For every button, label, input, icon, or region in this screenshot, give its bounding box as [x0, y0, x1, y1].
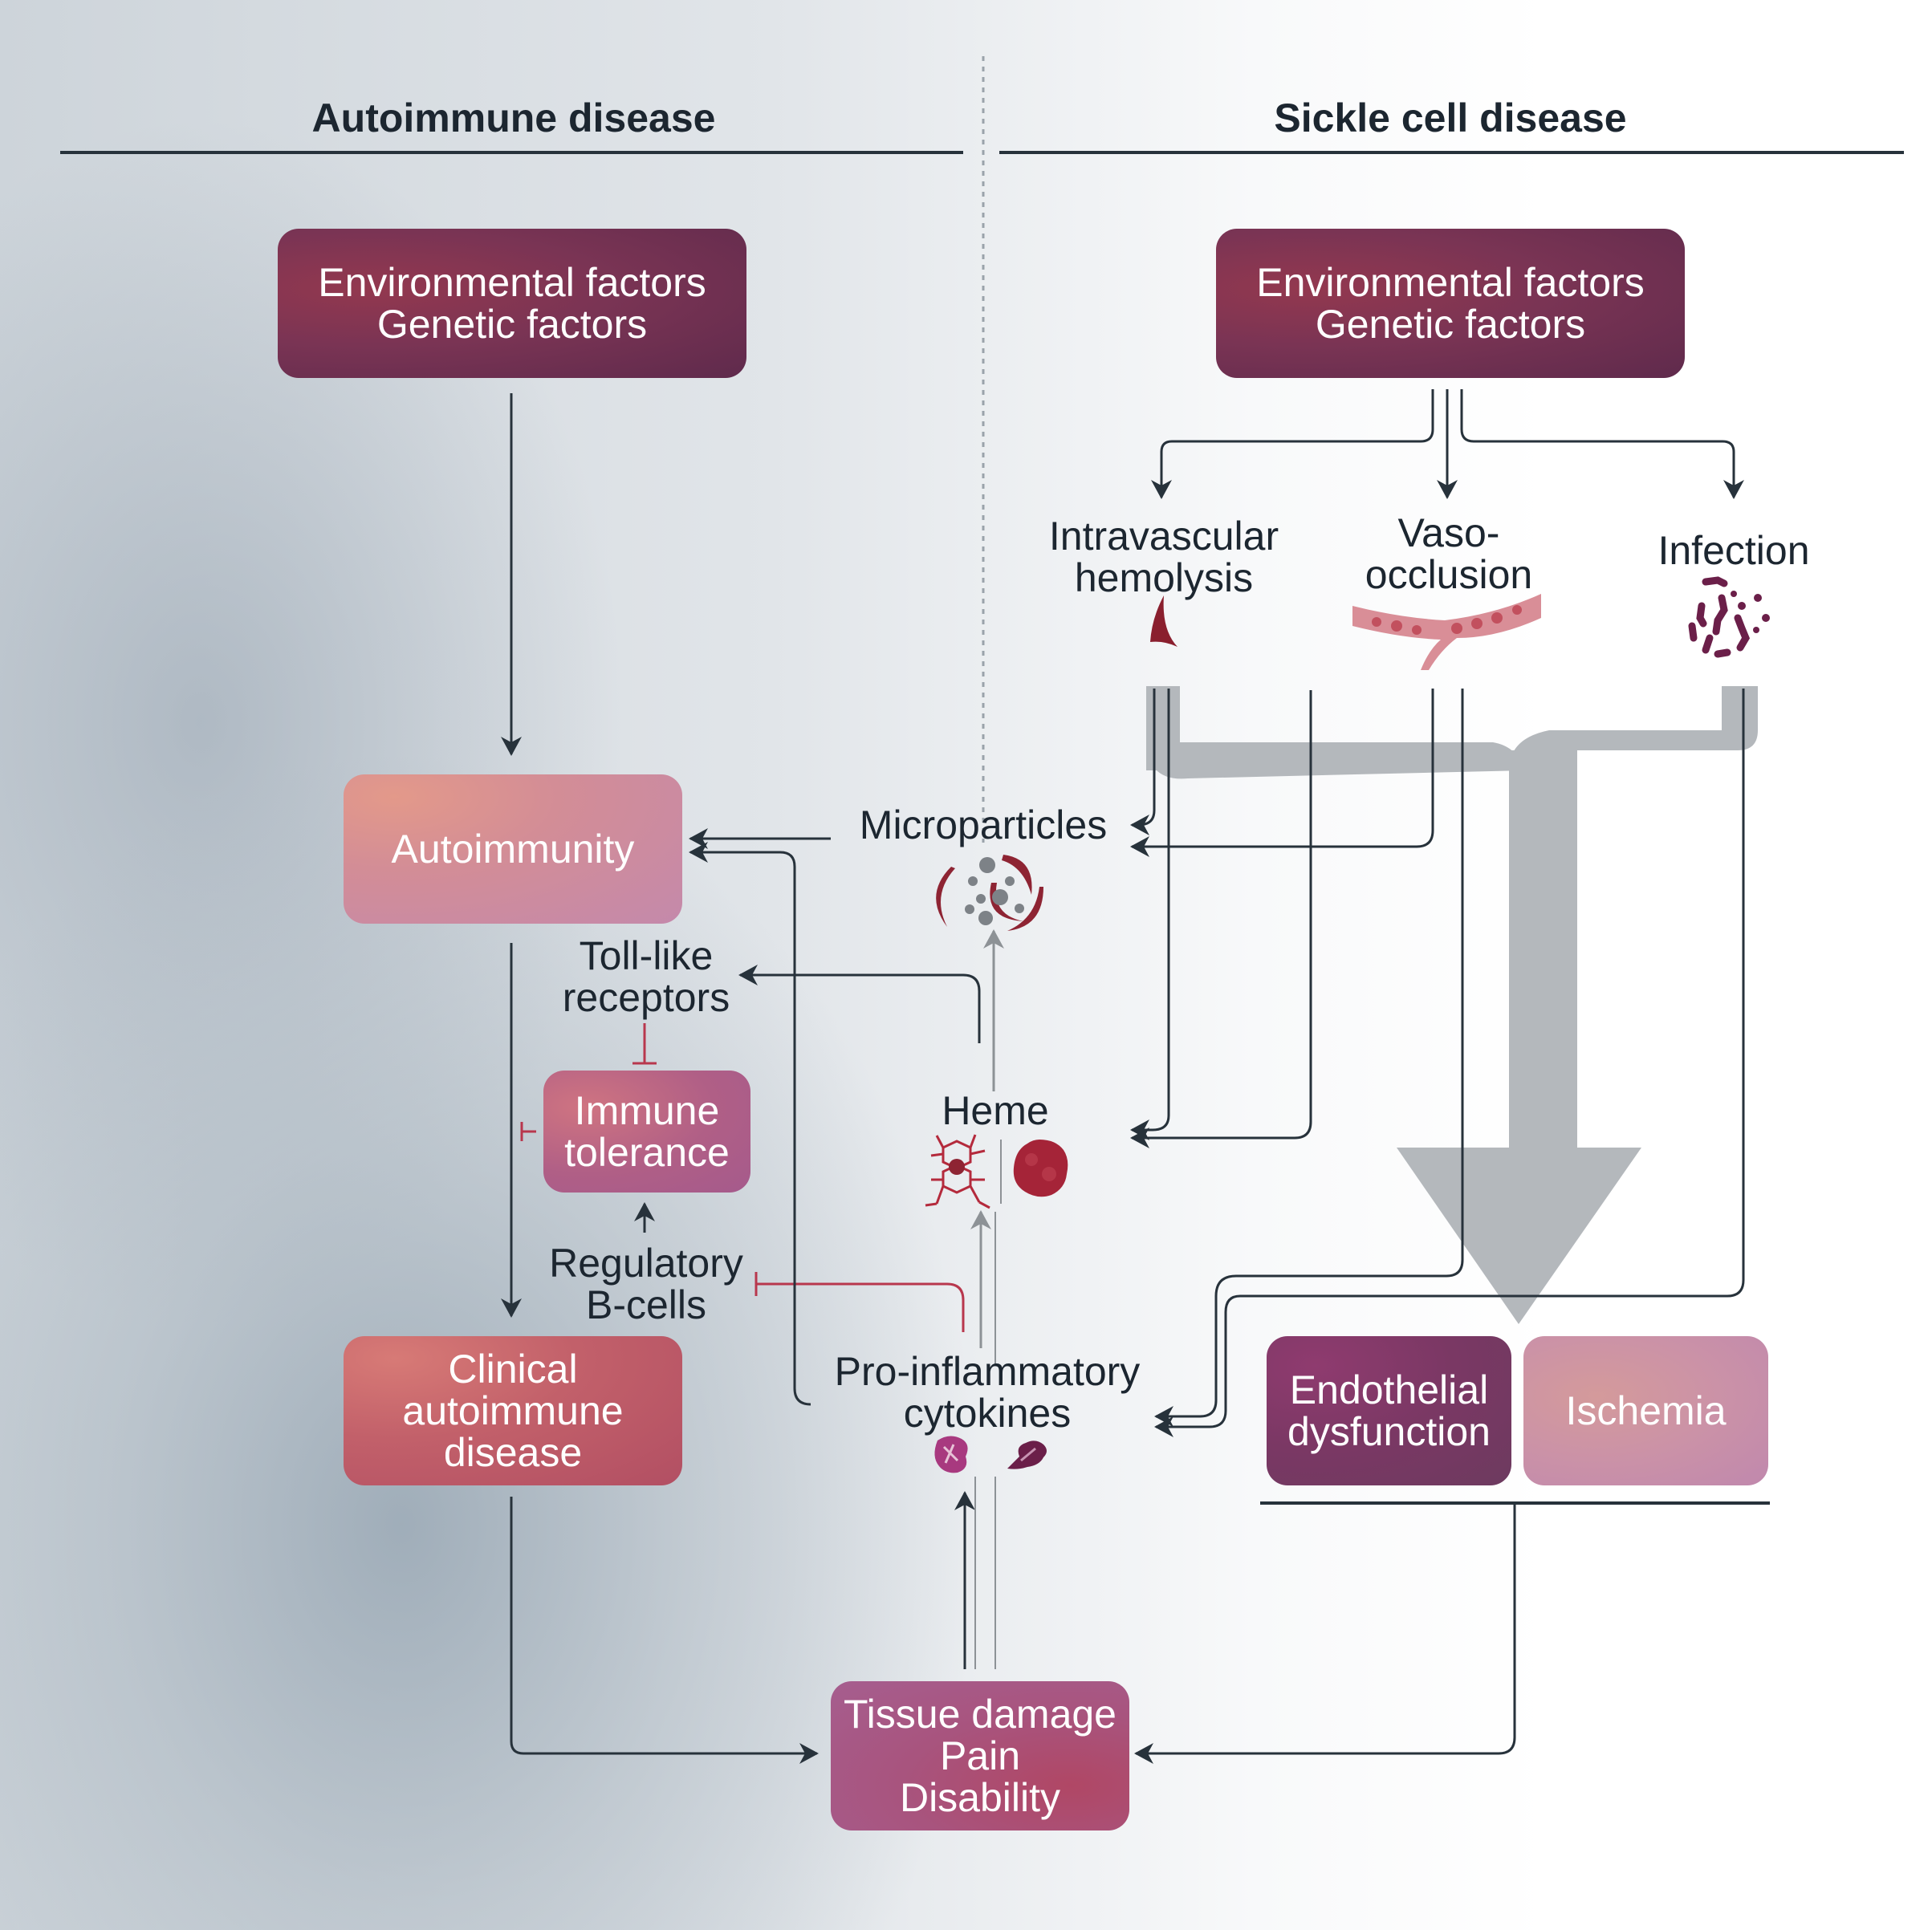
inhibit-tolerance-path — [520, 1122, 536, 1141]
autoimmunity-box: Autoimmunity — [344, 774, 682, 924]
genetic-factors-label: Genetic factors — [376, 302, 648, 347]
hemolysis-to-heme — [1130, 689, 1170, 1140]
arrow-heme-tlr — [738, 965, 981, 1043]
cytokine-protein-icon-2 — [1007, 1440, 1047, 1469]
environmental-factors-label: Environmental factors — [318, 260, 706, 305]
clinical-autoimmune-disease-box: Clinical autoimmune disease — [344, 1336, 682, 1485]
vaso-to-microparticles — [1130, 689, 1434, 857]
big-merge-arrow — [1146, 686, 1758, 1324]
autoimmunity-label: Autoimmunity — [391, 827, 635, 872]
inhibit-tlr-tolerance — [632, 1023, 657, 1065]
arrow-sickle-tissue — [1134, 1503, 1516, 1764]
microparticles-icon — [936, 855, 1043, 931]
sickle-factors-box: Environmental factors Genetic factors — [1216, 229, 1685, 378]
genetic-factors-label: Genetic factors — [1315, 302, 1586, 347]
arrow-clinical-tissue — [510, 1497, 819, 1764]
inhibit-cytokines-breg — [756, 1282, 965, 1332]
heme-label: Heme — [942, 1088, 1049, 1133]
sickle-section-title: Sickle cell disease — [1274, 95, 1627, 140]
vaso-heme-connector — [1130, 690, 1312, 1148]
intravascular-hemolysis-label: Intravascular hemolysis — [1048, 514, 1279, 600]
immune-tolerance-box: Immune tolerance — [543, 1071, 750, 1193]
heme-molecule-icon — [925, 1134, 990, 1209]
toll-like-receptors-label: Toll-like receptors — [562, 933, 730, 1020]
autoimmune-factors-box: Environmental factors Genetic factors — [278, 229, 746, 378]
blood-vessel-icon — [1352, 594, 1541, 670]
infection-label: Infection — [1657, 528, 1810, 573]
vaso-to-cytokines — [1154, 689, 1464, 1427]
sickle-cell-icon — [1150, 595, 1178, 647]
hemolysis-to-microparticles — [1130, 689, 1156, 835]
ischemia-box: Ischemia — [1523, 1336, 1768, 1485]
environmental-factors-label: Environmental factors — [1256, 260, 1645, 305]
factors-split — [1151, 389, 1744, 499]
endothelial-dysfunction-box: Endothelial dysfunction — [1267, 1336, 1511, 1485]
tissue-damage-box: Tissue damage Pain Disability — [831, 1681, 1129, 1830]
pro-inflammatory-cytokines-label: Pro-inflammatory cytokines — [834, 1349, 1141, 1436]
regulatory-b-cells-label: Regulatory B-cells — [549, 1241, 743, 1327]
arrow-cytokines-autoimmunity — [689, 842, 811, 1406]
bacteria-icon — [1688, 576, 1770, 658]
cytokine-protein-icon — [934, 1436, 968, 1473]
infection-to-cytokines — [1154, 689, 1745, 1437]
autoimmune-section-title: Autoimmune disease — [311, 95, 716, 140]
microparticles-label: Microparticles — [859, 802, 1108, 847]
hemoglobin-icon — [1013, 1140, 1068, 1197]
vaso-occlusion-label: Vaso- occlusion — [1365, 510, 1533, 597]
